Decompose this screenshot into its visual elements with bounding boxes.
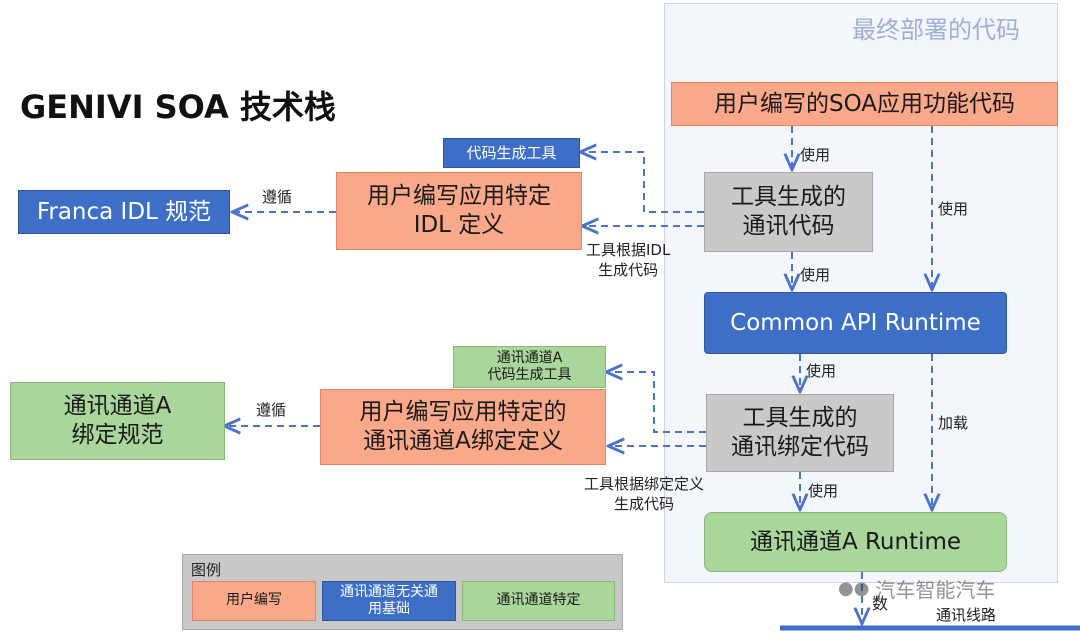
node-common-api-runtime: Common API Runtime bbox=[704, 292, 1007, 354]
label-use-5: 使用 bbox=[808, 482, 839, 500]
node-generated-binding-code-line1: 工具生成的 bbox=[742, 405, 858, 432]
label-use-3: 使用 bbox=[800, 266, 831, 284]
label-idl-generate-line2: 生成代码 bbox=[598, 261, 659, 280]
node-generated-binding-code: 工具生成的 通讯绑定代码 bbox=[706, 394, 894, 472]
label-binding-generate-line2: 生成代码 bbox=[614, 495, 675, 514]
node-idl-definition-line2: IDL 定义 bbox=[413, 212, 505, 238]
node-franca-idl: Franca IDL 规范 bbox=[18, 190, 230, 234]
label-follow-1: 遵循 bbox=[262, 188, 293, 206]
legend-user-written: 用户编写 bbox=[192, 581, 316, 621]
label-idl-generate: 工具根据IDL 生成代码 bbox=[586, 240, 670, 281]
node-generated-binding-code-line2: 通讯绑定代码 bbox=[731, 434, 869, 460]
node-binding-definition: 用户编写应用特定的 通讯通道A绑定定义 bbox=[320, 389, 606, 465]
label-use-2: 使用 bbox=[938, 200, 969, 218]
watermark-text: 汽车智能汽车 bbox=[875, 578, 996, 602]
watermark: ●● 汽车智能汽车 bbox=[838, 574, 995, 603]
legend-title: 图例 bbox=[191, 561, 222, 579]
arrow-gencode-to-tool bbox=[582, 152, 704, 213]
node-idl-definition-line1: 用户编写应用特定 bbox=[367, 183, 551, 210]
node-binding-spec-line1: 通讯通道A bbox=[63, 393, 172, 420]
page-title: GENIVI SOA 技术栈 bbox=[20, 88, 336, 126]
node-generated-comm-code-line2: 通讯代码 bbox=[742, 213, 835, 239]
label-load: 加载 bbox=[938, 414, 969, 432]
node-codegen-tool: 代码生成工具 bbox=[443, 138, 580, 168]
legend: 图例 用户编写 通讯通道无关通 用基础 通讯通道特定 bbox=[182, 554, 623, 630]
node-binding-definition-line1: 用户编写应用特定的 bbox=[359, 399, 567, 426]
label-data-fragment: 数 bbox=[872, 594, 889, 613]
label-idl-generate-line1: 工具根据IDL bbox=[586, 241, 671, 259]
legend-channel-specific: 通讯通道特定 bbox=[462, 581, 615, 621]
node-channel-codegen-tool-line1: 通讯通道A bbox=[496, 350, 563, 367]
node-channel-runtime: 通讯通道A Runtime bbox=[704, 512, 1007, 572]
wechat-icon: ●● bbox=[838, 578, 870, 599]
legend-channel-independent-line2: 用基础 bbox=[368, 601, 410, 617]
label-follow-2: 遵循 bbox=[256, 401, 287, 419]
node-idl-definition: 用户编写应用特定 IDL 定义 bbox=[336, 172, 582, 250]
node-soa-app: 用户编写的SOA应用功能代码 bbox=[671, 82, 1058, 126]
legend-channel-independent-line1: 通讯通道无关通 bbox=[340, 584, 438, 601]
node-channel-codegen-tool: 通讯通道A 代码生成工具 bbox=[453, 346, 606, 388]
legend-channel-independent: 通讯通道无关通 用基础 bbox=[322, 581, 456, 621]
node-binding-spec-line2: 绑定规范 bbox=[71, 422, 164, 448]
label-comm-line: 通讯线路 bbox=[936, 606, 997, 624]
node-generated-comm-code: 工具生成的 通讯代码 bbox=[704, 172, 873, 252]
label-use-1: 使用 bbox=[800, 146, 831, 164]
node-channel-codegen-tool-line2: 代码生成工具 bbox=[487, 367, 572, 383]
label-binding-generate-line1: 工具根据绑定定义 bbox=[584, 475, 705, 493]
label-binding-generate: 工具根据绑定定义 生成代码 bbox=[584, 474, 704, 515]
label-use-4: 使用 bbox=[806, 362, 837, 380]
arrow-bindcode-to-channeltool bbox=[608, 372, 706, 433]
node-generated-comm-code-line1: 工具生成的 bbox=[731, 184, 846, 211]
node-binding-definition-line2: 通讯通道A绑定定义 bbox=[363, 428, 563, 454]
node-binding-spec: 通讯通道A 绑定规范 bbox=[10, 382, 225, 460]
deployed-code-label: 最终部署的代码 bbox=[852, 16, 1020, 44]
